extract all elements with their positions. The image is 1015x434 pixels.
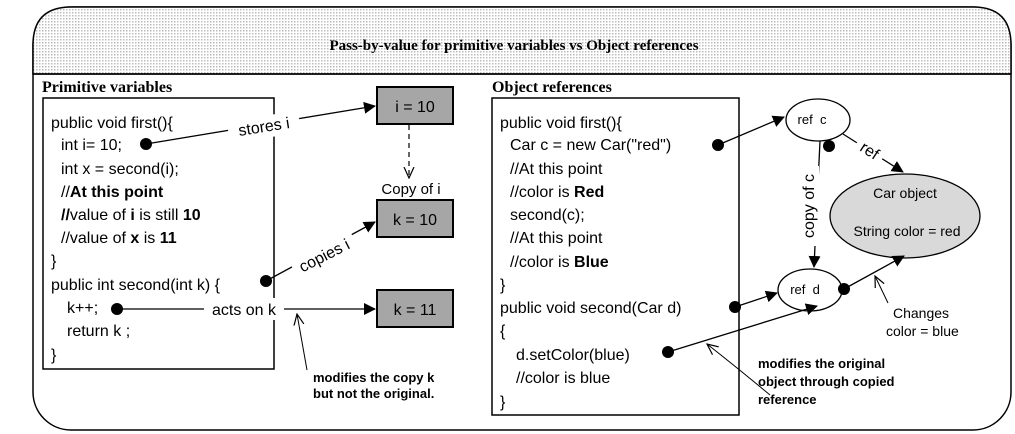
box-k-10-label: k = 10 [393, 212, 437, 229]
right-code-line: } [500, 277, 506, 294]
label-acts-on-k: acts on k [212, 302, 277, 319]
note-reference: reference [758, 392, 817, 407]
right-heading: Object references [492, 79, 612, 96]
left-code-line: //value of x is 11 [61, 230, 177, 247]
left-heading: Primitive variables [42, 79, 172, 96]
car-object-title: Car object [873, 185, 937, 201]
note-modifies-copy: modifies the copy k [313, 370, 435, 385]
box-k-10 [376, 199, 454, 238]
left-code-line: int x = second(i); [61, 161, 179, 178]
right-code-line: } [500, 394, 506, 411]
box-i-10 [376, 86, 454, 125]
left-code-line: return k ; [67, 323, 130, 340]
arrow-c-to-ref [717, 115, 785, 146]
ref-c-node [785, 98, 851, 142]
right-code-line: Car c = new Car("red") [510, 137, 671, 154]
right-code-line: //At this point [510, 230, 603, 247]
label-copy-of-c: copy of c [801, 174, 818, 238]
title-banner [32, 6, 1012, 75]
arrow-ref-d-to-car [843, 255, 905, 290]
note-modifies-original: modifies the original [758, 356, 885, 371]
ref-c-label: ref c [798, 112, 827, 127]
right-code-line: public void first(){ [500, 115, 622, 132]
right-code-line: d.setColor(blue) [516, 347, 630, 364]
left-code-line: } [51, 253, 57, 270]
ref-d-label: ref d [790, 282, 820, 297]
label-color-blue: color = blue [886, 323, 959, 339]
arrow-setcolor [667, 303, 818, 353]
dot-ref-c [823, 140, 835, 152]
car-object-field: String color = red [854, 223, 961, 239]
left-code-line: //value of i is still 10 [61, 207, 201, 224]
left-code-line: k++; [67, 300, 98, 317]
box-i-10-label: i = 10 [395, 99, 435, 116]
left-code-line: //At this point [61, 184, 164, 201]
left-code-line: } [51, 347, 57, 364]
label-changes: Changes [893, 305, 949, 321]
left-code-line: public void first(){ [51, 115, 173, 132]
right-code-line: //color is Blue [510, 254, 609, 271]
left-code-line: public int second(int k) { [51, 277, 221, 294]
arrow-changes [875, 276, 889, 304]
page-title: Pass-by-value for primitive variables vs… [329, 38, 698, 54]
right-code-box [491, 97, 740, 416]
left-code-line: int i= 10; [61, 137, 122, 154]
left-code-box [42, 97, 275, 370]
note-not-original: but not the original. [313, 386, 434, 401]
right-code-line: { [500, 323, 506, 340]
label-copy-of-i: Copy of i [381, 181, 440, 198]
arrow-d-to-ref [734, 290, 778, 308]
car-object-node [829, 173, 981, 259]
arrow-note-left [297, 314, 308, 371]
right-code-line: //color is blue [516, 370, 610, 387]
right-code-line: second(c); [510, 207, 585, 224]
right-code-line: //color is Red [510, 184, 604, 201]
box-k-11-label: k = 11 [394, 302, 437, 319]
right-code-line: public void second(Car d) [500, 300, 681, 317]
right-code-line: //At this point [510, 161, 603, 178]
note-through-copied: object through copied [758, 374, 895, 389]
arrow-note-right [707, 344, 771, 396]
box-k-11 [376, 289, 454, 328]
